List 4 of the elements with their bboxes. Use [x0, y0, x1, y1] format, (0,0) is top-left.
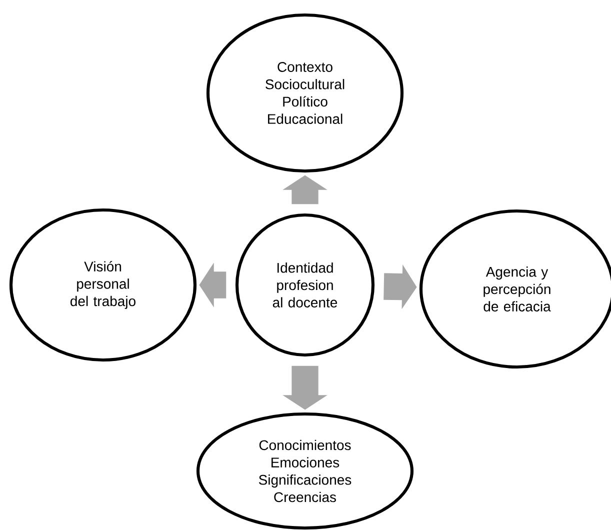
ellipse-node: Visión personal del trabajo	[9, 208, 197, 362]
ellipse-node: Identidad profesion al docente	[235, 213, 375, 357]
ellipse-node: Conocimientos Emociones Significaciones Creencias	[196, 412, 414, 530]
ellipse-node: Contexto Sociocultural Político Educacional	[206, 13, 404, 173]
